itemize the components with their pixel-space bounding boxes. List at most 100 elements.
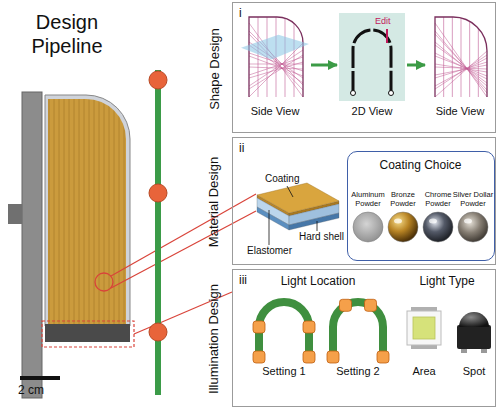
profile-curve: [353, 30, 391, 93]
swatch-highlight: [394, 219, 402, 224]
node-text: Setting 2: [323, 365, 393, 378]
free-label: 2 cm: [18, 383, 68, 397]
zoom-circle: [95, 273, 113, 291]
figure-node: Spot: [451, 297, 497, 381]
wireframe-line: [249, 55, 303, 89]
base-plate: [45, 324, 130, 342]
figure-node: Bronze Powder: [386, 190, 420, 244]
figure-node: Side View: [427, 9, 493, 121]
figure-node: Chrome Powder: [421, 190, 455, 244]
led-site: [303, 351, 315, 363]
flow-arrow: [407, 64, 425, 67]
node-text: Side View: [420, 105, 500, 118]
node-text: Coating Choice: [348, 158, 493, 172]
node-text: ii: [239, 141, 269, 155]
led-site: [327, 351, 339, 363]
wireframe-line: [435, 53, 487, 79]
node-illustration: [427, 9, 493, 101]
swatch-highlight: [429, 219, 437, 224]
scale-bar: [20, 376, 60, 380]
node-text: Illumination Design: [206, 270, 222, 408]
led-strip: [259, 302, 309, 359]
wireframe-line: [469, 21, 470, 97]
wireframe-line: [249, 23, 303, 97]
node-illustration: [339, 9, 405, 103]
free-label: Light Type: [417, 274, 477, 288]
wireframe-line: [285, 18, 286, 97]
coating-swatch: [388, 212, 418, 242]
wireframe-line: [435, 31, 487, 93]
zoom-dashed-box: [42, 321, 134, 347]
node-illustration: [323, 293, 393, 363]
pipeline-step: [149, 323, 167, 341]
stage-panel: Material DesigniiCoatingElastomerHard sh…: [232, 137, 496, 265]
node-text: Edit: [375, 16, 405, 27]
pipeline-step: [149, 71, 167, 89]
figure-node: Edit2D View: [339, 9, 405, 121]
pipeline-title: Design Pipeline: [8, 10, 126, 58]
node-text: Coating: [265, 173, 315, 185]
node-illustration: [451, 297, 497, 359]
wireframe-line: [435, 62, 487, 78]
dome-outline: [435, 17, 487, 97]
figure-node: Side View: [241, 9, 309, 121]
wireframe-line: [249, 67, 303, 69]
coating-top: [257, 183, 339, 213]
led-package: [457, 325, 491, 349]
wireframe-line: [461, 18, 462, 97]
wireframe-line: [435, 23, 487, 97]
coating-swatch: [458, 212, 488, 242]
hard-shell: [45, 95, 130, 326]
leader-line: [111, 194, 256, 276]
option-box: Coating ChoiceAluminum PowderBronze Powd…: [347, 151, 495, 261]
wireframe-line: [249, 56, 303, 76]
node-text: 2D View: [332, 105, 412, 118]
led-site: [253, 321, 265, 333]
section-plane: [241, 35, 309, 60]
node-text: Bronze Powder: [380, 190, 426, 208]
node-text: iii: [239, 273, 269, 287]
node-text: Area: [394, 365, 454, 378]
led-site: [253, 351, 265, 363]
curve-end: [389, 91, 394, 96]
node-text: Setting 1: [249, 365, 319, 378]
led-package: [407, 311, 441, 345]
figure-node: Silver Dollar Powder: [456, 190, 490, 244]
wireframe-line: [435, 42, 487, 86]
coated-dome: [48, 99, 126, 324]
wireframe-line: [435, 67, 487, 69]
flow-arrow: [311, 64, 337, 67]
node-text: i: [239, 6, 269, 20]
led-site: [340, 299, 352, 311]
node-text: Material Design: [206, 138, 222, 266]
led-pad: [411, 307, 437, 311]
stage-panel: Shape DesigniSide ViewEdit2D ViewSide Vi…: [232, 2, 496, 133]
edit-marker: [386, 29, 388, 43]
wireframe-line: [435, 51, 487, 97]
mount-bar: [22, 92, 42, 398]
led-site: [365, 299, 377, 311]
coating-swatch: [423, 212, 453, 242]
wireframe-line: [435, 64, 487, 72]
node-illustration: [241, 9, 309, 101]
node-text: Elastomer: [247, 245, 302, 257]
node-text: Side View: [234, 105, 316, 118]
figure-node: Setting 2: [323, 293, 393, 381]
led-lens: [459, 312, 489, 327]
node-text: Silver Dollar Powder: [450, 190, 496, 208]
layer-face: [289, 213, 339, 230]
wireframe-line: [258, 17, 259, 97]
curve-end: [351, 91, 356, 96]
label-leader: [287, 186, 293, 197]
wireframe-line: [249, 62, 303, 78]
pipeline-line: [155, 70, 161, 395]
mount-tab: [8, 204, 22, 224]
free-label: Light Location: [278, 274, 358, 288]
node-text: Hard shell: [299, 231, 349, 243]
coating-swatch: [353, 212, 383, 242]
edit-canvas: [339, 13, 405, 101]
figure-node: Aluminum Powder: [351, 190, 385, 244]
